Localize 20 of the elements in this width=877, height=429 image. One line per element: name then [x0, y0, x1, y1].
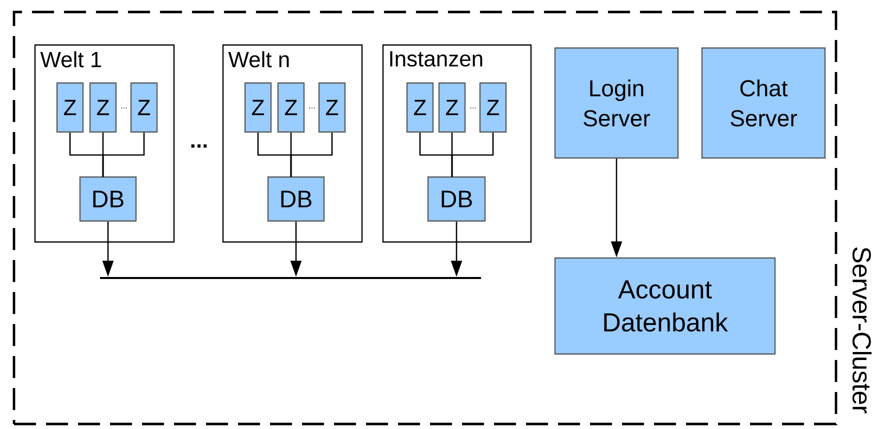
zone-server-box: Z — [479, 82, 507, 133]
connector-line — [290, 132, 333, 177]
server-box: Chat Server — [701, 47, 826, 159]
server-box: Login Server — [554, 47, 679, 159]
connector-line — [451, 132, 494, 177]
database-box: DB — [79, 176, 137, 222]
connector-line — [102, 132, 145, 177]
zone-server-box: Z — [318, 82, 346, 133]
zone-server-box: Z — [406, 82, 434, 133]
database-box: DB — [427, 176, 486, 222]
zone-server-box: Z — [277, 82, 305, 133]
database-box: Account Datenbank — [554, 257, 776, 355]
cluster-label: Server-Cluster — [852, 247, 872, 414]
zone-server-box: Z — [89, 82, 117, 133]
database-box: DB — [267, 176, 325, 222]
zone-server-box: Z — [56, 82, 84, 133]
zone-server-box: Z — [438, 82, 466, 133]
zone-server-box: Z — [244, 82, 272, 133]
ellipsis: ... — [191, 144, 207, 148]
zone-server-box: Z — [130, 82, 158, 133]
